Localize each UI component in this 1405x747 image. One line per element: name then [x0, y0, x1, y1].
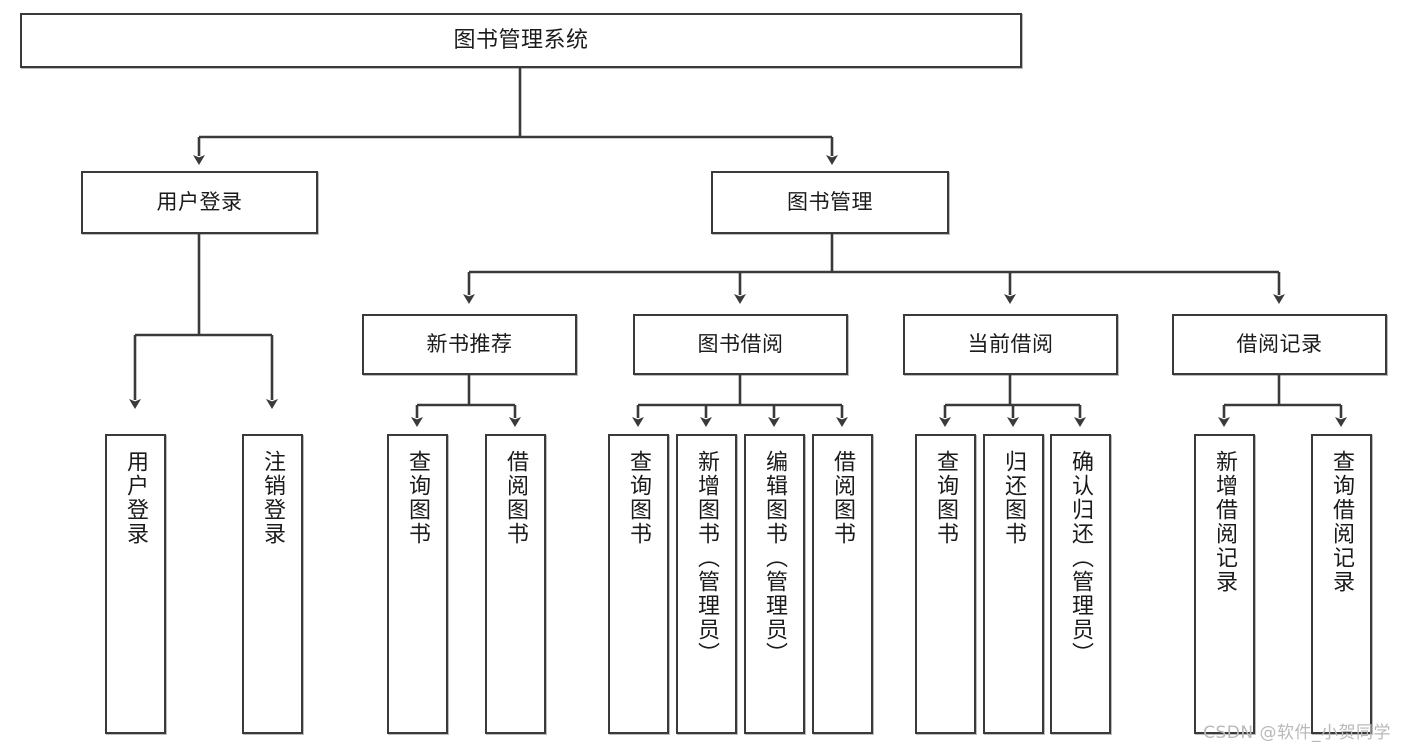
node-label: 新增借阅记录 [1212, 450, 1238, 594]
node-new-book-recommend[interactable]: 新书推荐 [362, 314, 577, 375]
watermark-text: CSDN @软件_小贺同学 [1203, 723, 1391, 743]
leaf-borrow-edit-book-admin[interactable]: 编辑图书（管理员） [744, 434, 805, 734]
node-label: 查询图书 [405, 450, 431, 546]
leaf-record-add-borrow-record[interactable]: 新增借阅记录 [1194, 434, 1255, 734]
node-root-system[interactable]: 图书管理系统 [20, 13, 1022, 68]
node-label: 借阅图书 [503, 450, 529, 546]
node-current-borrow[interactable]: 当前借阅 [903, 314, 1118, 375]
leaf-current-query-book[interactable]: 查询图书 [915, 434, 976, 734]
node-borrow-record[interactable]: 借阅记录 [1172, 314, 1387, 375]
node-label: 编辑图书（管理员） [762, 450, 788, 666]
leaf-current-return-book[interactable]: 归还图书 [983, 434, 1044, 734]
node-label: 用户登录 [123, 450, 149, 546]
node-label: 当前借阅 [967, 332, 1054, 357]
node-label: 查询图书 [933, 450, 959, 546]
node-label: 确认归还（管理员） [1068, 450, 1094, 666]
node-label: 图书管理系统 [453, 27, 589, 53]
node-label: 图书借阅 [697, 332, 784, 357]
node-book-borrow[interactable]: 图书借阅 [633, 314, 848, 375]
node-label: 借阅图书 [830, 450, 856, 546]
node-label: 图书管理 [787, 190, 873, 215]
leaf-new-book-borrow[interactable]: 借阅图书 [485, 434, 546, 734]
leaf-borrow-add-book-admin[interactable]: 新增图书（管理员） [676, 434, 737, 734]
leaf-user-login-signout[interactable]: 注销登录 [242, 434, 303, 734]
node-label: 用户登录 [156, 190, 243, 215]
node-user-login[interactable]: 用户登录 [81, 171, 318, 234]
node-label: 查询借阅记录 [1329, 450, 1355, 594]
node-label: 注销登录 [260, 450, 286, 546]
leaf-new-book-query[interactable]: 查询图书 [387, 434, 448, 734]
node-label: 借阅记录 [1236, 332, 1323, 357]
leaf-record-query-borrow-record[interactable]: 查询借阅记录 [1311, 434, 1372, 734]
node-book-management[interactable]: 图书管理 [711, 171, 949, 234]
leaf-borrow-query-book[interactable]: 查询图书 [608, 434, 669, 734]
node-label: 新增图书（管理员） [694, 450, 720, 666]
leaf-borrow-borrow-book[interactable]: 借阅图书 [812, 434, 873, 734]
node-label: 新书推荐 [426, 332, 513, 357]
node-label: 查询图书 [626, 450, 652, 546]
leaf-current-confirm-return-admin[interactable]: 确认归还（管理员） [1050, 434, 1111, 734]
leaf-user-login-signin[interactable]: 用户登录 [105, 434, 166, 734]
node-label: 归还图书 [1001, 450, 1027, 546]
